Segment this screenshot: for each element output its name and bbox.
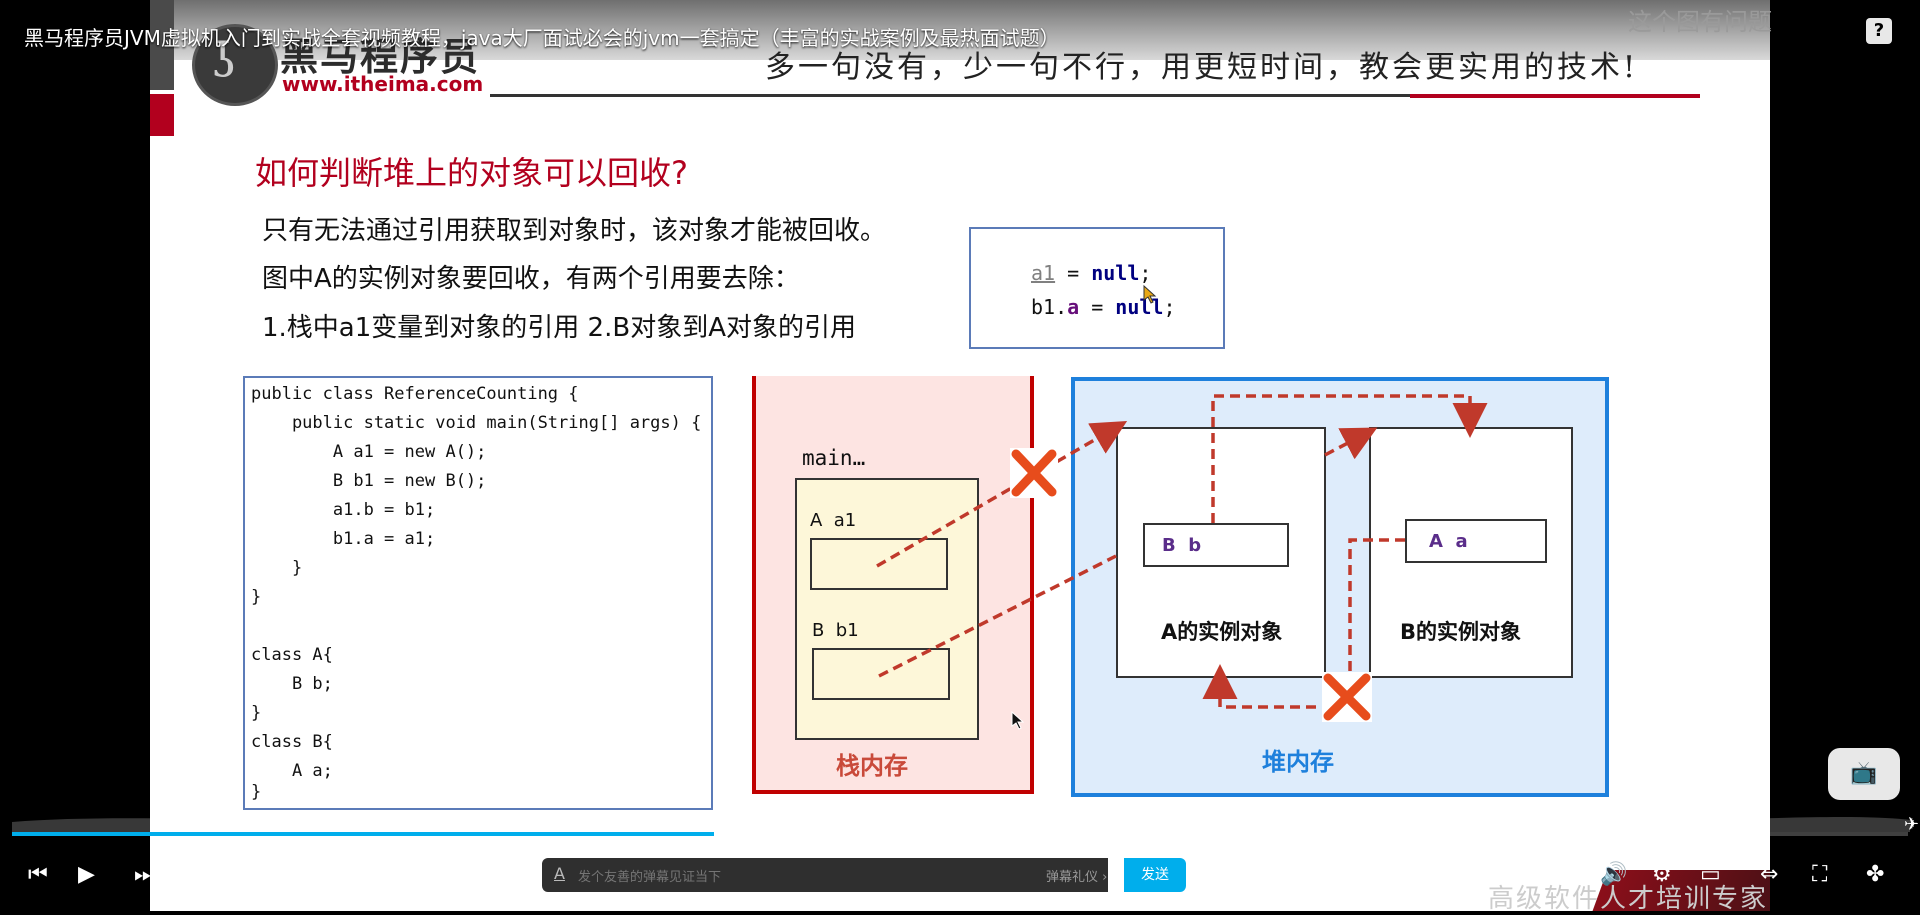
- object-b-field-label: A a: [1429, 531, 1468, 552]
- danmaku-comment: 这个图有问题: [1628, 8, 1772, 36]
- time-separator: /: [234, 864, 240, 880]
- code-token: b1.: [1031, 295, 1068, 319]
- code-line: public static void main(String[] args) {: [251, 413, 702, 433]
- cross-icon: [1010, 448, 1058, 498]
- arrow-b1-to-objB: [878, 554, 1117, 678]
- arrow-objA-b-to-objB: [1211, 394, 1488, 523]
- time-display: 05:46 / 15:41: [190, 864, 284, 880]
- previous-icon[interactable]: ⏮: [28, 862, 48, 887]
- progress-thumb-icon[interactable]: ✈: [1904, 814, 1920, 835]
- next-icon[interactable]: ⏭: [134, 862, 154, 887]
- quality-selector[interactable]: 1080P 高清: [1318, 866, 1406, 884]
- object-b-caption: B的实例对象: [1400, 620, 1522, 644]
- play-icon[interactable]: ▶: [78, 862, 95, 887]
- arrow-objB-a-to-objA: [1202, 538, 1405, 709]
- speed-selector[interactable]: 2.0x: [1480, 864, 1517, 882]
- header-divider: [490, 94, 1700, 97]
- slide-side-accent: [150, 94, 174, 136]
- code-line: }: [251, 558, 303, 578]
- logo-url: www.itheima.com: [282, 72, 484, 96]
- code-line: a1.b = b1;: [251, 500, 436, 520]
- mouse-pointer-icon: [1011, 710, 1025, 730]
- code-token: a: [1067, 295, 1080, 319]
- code-line: b1.a = null;: [1031, 295, 1176, 319]
- slide-side-bar: [150, 0, 174, 90]
- picture-in-picture-icon[interactable]: ▭: [1700, 862, 1721, 887]
- danmaku-style-icon[interactable]: A: [554, 864, 565, 883]
- code-token: ;: [1163, 295, 1176, 319]
- slide-title: 如何判断堆上的对象可以回收?: [255, 154, 688, 192]
- reference-arrows: [876, 284, 1488, 730]
- time-current: 05:46: [190, 864, 231, 880]
- time-total: 15:41: [243, 864, 285, 880]
- stack-frame-label: main…: [802, 446, 866, 470]
- code-line: }: [251, 782, 262, 802]
- slide-footer-tagline: 高级软件人才培训专家: [1488, 884, 1769, 914]
- code-token: a1: [1031, 261, 1056, 285]
- slide-slogan: 多一句没有，少一句不行，用更短时间，教会更实用的技术!: [765, 50, 1639, 85]
- code-line: B b;: [251, 674, 333, 694]
- code-line: class B{: [251, 732, 333, 752]
- code-line: A a1 = new A();: [251, 442, 487, 462]
- slide-text-line-1: 只有无法通过引用获取到对象时，该对象才能被回收。: [262, 216, 887, 246]
- slide-text-line-3: 1.栈中a1变量到对象的引用 2.B对象到A对象的引用: [262, 313, 856, 343]
- progress-track[interactable]: [12, 832, 1908, 836]
- slide-header-band: [150, 0, 1770, 60]
- stack-memory-label: 栈内存: [836, 752, 908, 780]
- subtitle-icon[interactable]: ⊘: [1542, 862, 1559, 886]
- arrow-a1-to-objA: [876, 420, 1128, 568]
- code-line: a1 = null;: [1031, 261, 1151, 285]
- heap-memory-label: 堆内存: [1262, 748, 1334, 776]
- code-line: B b1 = new B();: [251, 471, 487, 491]
- fullscreen-icon[interactable]: ✤: [1866, 862, 1885, 887]
- episodes-button[interactable]: 选集: [1420, 866, 1451, 884]
- code-line: b1.a = a1;: [251, 529, 436, 549]
- danmaku-etiquette-link[interactable]: 弹幕礼仪 ›: [1046, 870, 1108, 885]
- cross-icon: [1322, 672, 1372, 722]
- object-a-field-label: B b: [1162, 535, 1202, 556]
- send-button[interactable]: 发送: [1124, 858, 1186, 892]
- video-title: 黑马程序员JVM虚拟机入门到实战全套视频教程，java大厂面试必会的jvm一套搞…: [24, 26, 1060, 50]
- code-token: =: [1079, 295, 1116, 319]
- header-divider-accent: [1410, 94, 1700, 98]
- logo-name: 黑马程序员: [280, 35, 481, 79]
- arrow-objA-to-objB: [1324, 427, 1378, 460]
- object-a-field: [1143, 523, 1289, 567]
- a1-variable-label: A a1: [810, 510, 857, 531]
- lecture-slide: ʖ 黑马程序员 www.itheima.com 多一句没有，少一句不行，用更短时…: [150, 0, 1770, 911]
- code-line: }: [251, 703, 262, 723]
- progress-fill: [12, 832, 714, 836]
- itheima-logo-icon: ʖ: [192, 24, 278, 106]
- code-token: null: [1115, 295, 1164, 319]
- object-a-caption: A的实例对象: [1161, 620, 1283, 644]
- b1-variable-label: B b1: [812, 620, 859, 641]
- mouse-cursor-icon: [1143, 284, 1157, 304]
- null-assignment-code-box: a1 = null; b1.a = null;: [969, 227, 1225, 349]
- danmaku-placeholder: 发个友善的弹幕见证当下: [578, 870, 722, 885]
- reference-counting-code-box: public class ReferenceCounting { public …: [243, 376, 713, 810]
- code-line: class A{: [251, 645, 333, 665]
- slide-text-line-2: 图中A的实例对象要回收，有两个引用要去除：: [262, 264, 800, 294]
- code-token: null: [1091, 261, 1140, 285]
- code-token: ;: [1139, 261, 1152, 285]
- volume-icon[interactable]: 🔊: [1600, 862, 1628, 887]
- web-fullscreen-icon[interactable]: ⛶: [1812, 862, 1828, 887]
- code-line: public class ReferenceCounting {: [251, 384, 579, 404]
- tv-mascot-icon[interactable]: 📺: [1828, 748, 1900, 800]
- danmaku-input[interactable]: [542, 858, 1108, 892]
- heat-wave: [12, 817, 1910, 832]
- danmaku-settings-icon[interactable]: ⚙: [500, 862, 518, 886]
- widescreen-icon[interactable]: ⇔: [1760, 862, 1779, 887]
- settings-icon[interactable]: ⚙: [1652, 862, 1672, 887]
- help-icon[interactable]: ?: [1866, 18, 1892, 44]
- object-b-field: [1405, 519, 1547, 563]
- code-token: =: [1055, 261, 1092, 285]
- code-line: }: [251, 587, 262, 607]
- code-line: A a;: [251, 761, 333, 781]
- danmaku-toggle-icon[interactable]: ⊡: [456, 862, 473, 886]
